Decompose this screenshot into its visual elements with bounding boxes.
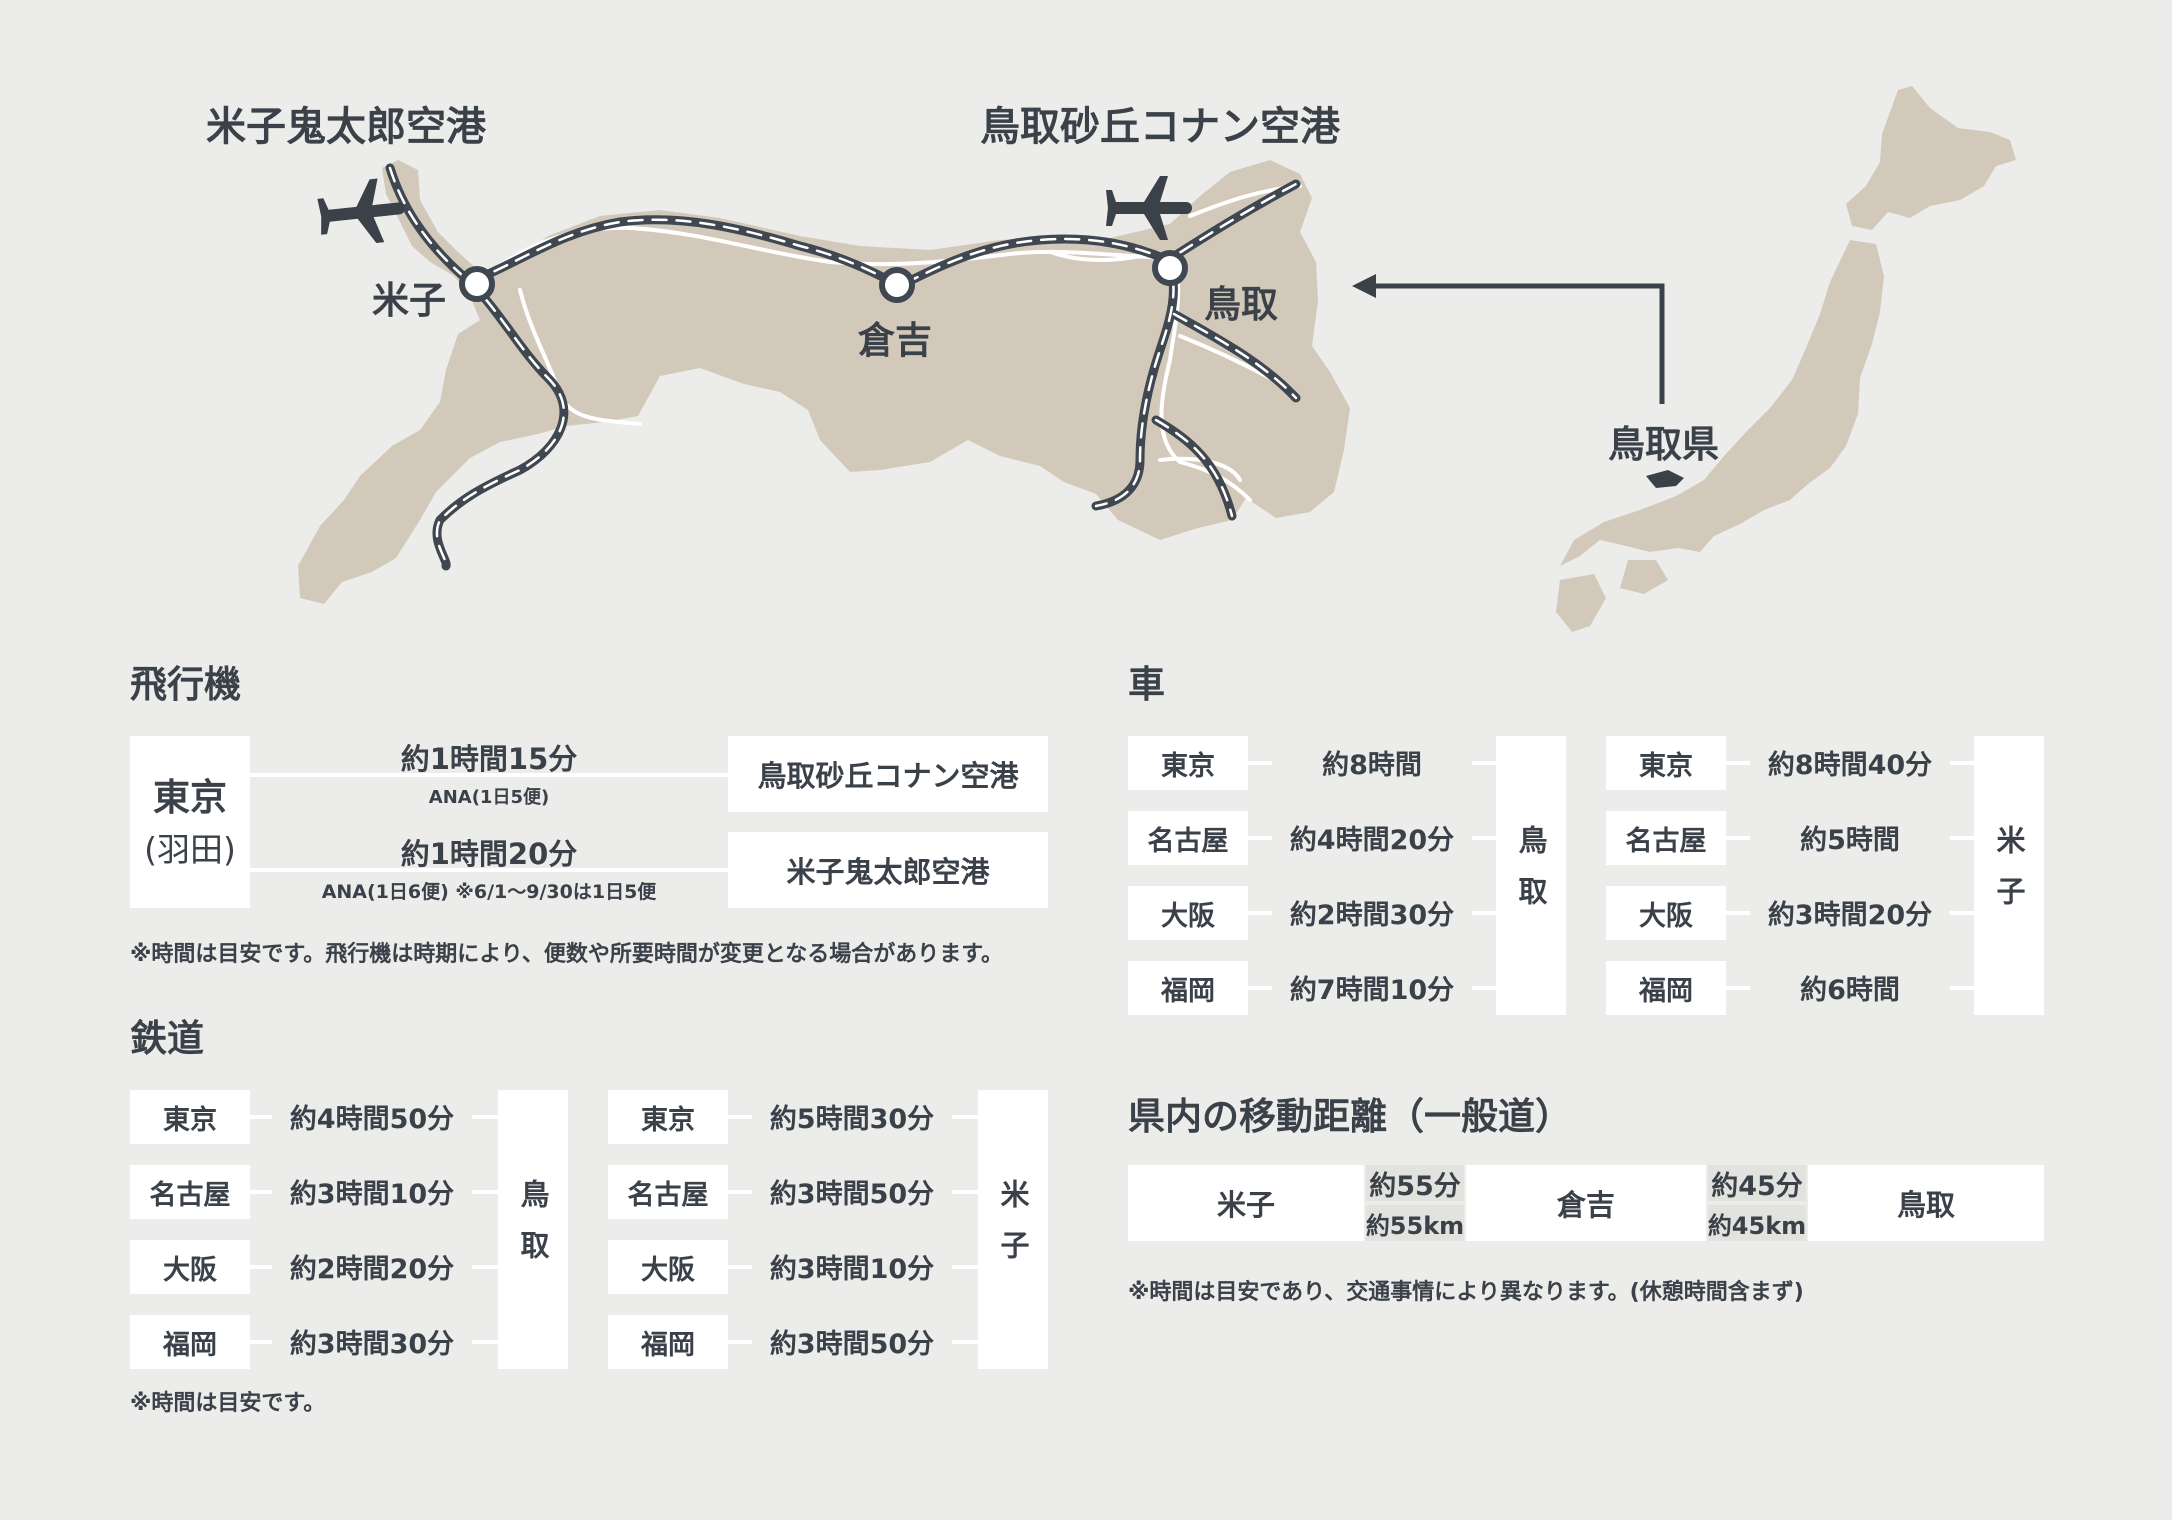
car-time: 約4時間20分 (1272, 818, 1472, 857)
dest-yonago-airport: 米子鬼太郎空港 (728, 832, 1048, 908)
intra-leg-dist: 約45km (1708, 1205, 1806, 1241)
rail-origin: 名古屋 (608, 1165, 728, 1219)
car-origin: 名古屋 (1128, 811, 1248, 865)
rail-time: 約3時間30分 (272, 1322, 472, 1361)
japan-map (1556, 86, 2016, 632)
car-origin: 名古屋 (1606, 811, 1726, 865)
city-tottori-label: 鳥取 (1204, 283, 1278, 326)
intra-city-tottori: 鳥取 (1808, 1165, 2044, 1241)
rail-time: 約4時間50分 (272, 1097, 472, 1136)
origin-city: 東京 (153, 775, 227, 819)
car-origin: 福岡 (1606, 961, 1726, 1015)
station-marker-icon (879, 267, 915, 303)
rail-origin: 大阪 (608, 1240, 728, 1294)
rail-footnote: ※時間は目安です。 (130, 1391, 326, 1416)
rail-origin: 名古屋 (130, 1165, 250, 1219)
car-time: 約6時間 (1750, 968, 1950, 1007)
airplane-footnote: ※時間は目安です。飛行機は時期により、便数や所要時間が変更となる場合があります。 (130, 942, 1004, 967)
car-origin: 東京 (1128, 736, 1248, 790)
intra-footnote: ※時間は目安であり、交通事情により異なります。(休憩時間含まず) (1128, 1280, 1804, 1305)
rail-time: 約5時間30分 (752, 1097, 952, 1136)
intra-city-yonago: 米子 (1128, 1165, 1364, 1241)
rail-time: 約3時間10分 (752, 1247, 952, 1286)
station-marker-icon (459, 266, 495, 302)
intra-leg-time: 約45分 (1708, 1165, 1806, 1202)
rail-origin: 福岡 (608, 1315, 728, 1369)
airplane-icon (317, 178, 405, 243)
car-time: 約5時間 (1750, 818, 1950, 857)
airport-tottori-label: 鳥取砂丘コナン空港 (980, 104, 1340, 150)
route-time-tottori: 約1時間15分 (400, 742, 578, 776)
rail-time: 約3時間50分 (752, 1172, 952, 1211)
car-origin: 大阪 (1128, 886, 1248, 940)
car-dest-yonago: 米子 (1974, 736, 2044, 1015)
route-note-tottori: ANA(1日5便) (428, 787, 550, 808)
rail-origin: 福岡 (130, 1315, 250, 1369)
car-time: 約7時間10分 (1272, 968, 1472, 1007)
tottori-map (298, 86, 2016, 632)
route-time-yonago: 約1時間20分 (400, 837, 578, 871)
origin-sub: (羽田) (144, 830, 236, 869)
origin-tokyo-box: 東京 (羽田) (130, 736, 250, 908)
tottori-prefecture-shape (298, 160, 1350, 604)
rail-dest-tottori: 鳥取 (498, 1090, 568, 1369)
car-time: 約8時間 (1272, 743, 1472, 782)
rail-origin: 大阪 (130, 1240, 250, 1294)
dest-tottori-airport: 鳥取砂丘コナン空港 (728, 736, 1048, 812)
route-line (250, 868, 728, 872)
station-marker-icon (1152, 250, 1188, 286)
rail-dest-yonago: 米子 (978, 1090, 1048, 1369)
car-time: 約2時間30分 (1272, 893, 1472, 932)
car-origin: 東京 (1606, 736, 1726, 790)
car-time: 約8時間40分 (1750, 743, 1950, 782)
rail-origin: 東京 (608, 1090, 728, 1144)
rail-time: 約3時間10分 (272, 1172, 472, 1211)
city-kurayoshi-label: 倉吉 (858, 319, 932, 362)
airplane-icon (1106, 176, 1192, 240)
section-title-car: 車 (1128, 663, 1165, 706)
car-origin: 大阪 (1606, 886, 1726, 940)
route-line (250, 773, 728, 777)
tottori-highlight (1646, 470, 1684, 488)
city-yonago-label: 米子 (372, 279, 446, 322)
car-origin: 福岡 (1128, 961, 1248, 1015)
section-title-airplane: 飛行機 (130, 663, 241, 706)
arrow-left-icon (1352, 274, 1665, 404)
rail-time: 約2時間20分 (272, 1247, 472, 1286)
rail-origin: 東京 (130, 1090, 250, 1144)
car-dest-tottori: 鳥取 (1496, 736, 1566, 1015)
intra-leg-time: 約55分 (1366, 1165, 1464, 1202)
airport-yonago-label: 米子鬼太郎空港 (206, 104, 486, 150)
car-time: 約3時間20分 (1750, 893, 1950, 932)
intra-city-kurayoshi: 倉吉 (1466, 1165, 1706, 1241)
rail-time: 約3時間50分 (752, 1322, 952, 1361)
section-title-rail: 鉄道 (130, 1017, 204, 1060)
section-title-intra: 県内の移動距離（一般道） (1128, 1095, 1572, 1138)
route-note-yonago: ANA(1日6便) ※6/1～9/30は1日5便 (321, 881, 657, 903)
prefecture-label: 鳥取県 (1608, 423, 1719, 466)
intra-leg-dist: 約55km (1366, 1205, 1464, 1241)
